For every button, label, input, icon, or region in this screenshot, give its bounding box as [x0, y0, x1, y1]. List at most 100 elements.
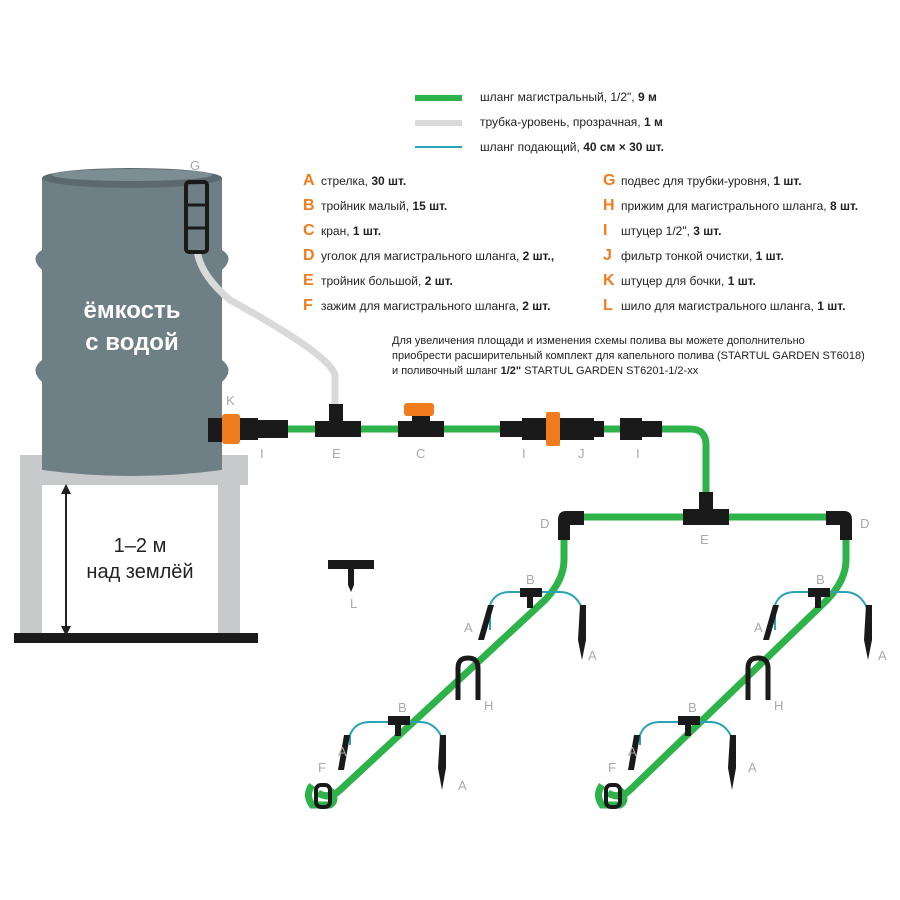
- label-k: K: [226, 393, 235, 408]
- legend-feed-hose-text: шланг подающий,: [480, 140, 580, 154]
- legend-level-tube-qty: 1 м: [643, 115, 663, 129]
- label-c: C: [416, 446, 425, 461]
- label-i-3: I: [636, 446, 640, 461]
- tank-label-line1: ёмкость: [84, 297, 181, 324]
- label-a-6: A: [878, 648, 887, 663]
- label-a-3: A: [338, 744, 347, 759]
- main-hose-top: [265, 425, 710, 505]
- label-i-1: I: [260, 446, 264, 461]
- label-d-right: D: [860, 516, 869, 531]
- part-d-qty: 2 шт.,: [522, 249, 555, 263]
- part-e: E тройник большой, 2 шт.: [303, 272, 453, 290]
- part-b-text: тройник малый,: [321, 199, 410, 213]
- part-j-key: J: [603, 247, 612, 264]
- ground-line: [14, 633, 258, 643]
- legend-feed-hose: шланг подающий, 40 см × 30 шт.: [480, 140, 664, 154]
- part-i: I штуцер 1/2", 3 шт.: [603, 222, 721, 240]
- part-g-qty: 1 шт.: [773, 174, 802, 188]
- part-c-qty: 1 шт.: [352, 224, 382, 238]
- label-j: J: [578, 446, 585, 461]
- part-g: G подвес для трубки-уровня, 1 шт.: [603, 172, 802, 190]
- part-j-text: фильтр тонкой очистки,: [621, 249, 753, 263]
- fitting-i-1: [240, 418, 288, 440]
- legend-level-tube: трубка-уровень, прозрачная, 1 м: [480, 115, 663, 129]
- elbow-left: [558, 511, 584, 540]
- part-c-key: C: [303, 222, 315, 239]
- height-line2: над землёй: [86, 561, 193, 583]
- part-i-text: штуцер 1/2",: [621, 224, 690, 238]
- part-k-qty: 1 шт.: [727, 274, 756, 288]
- part-g-text: подвес для трубки-уровня,: [621, 174, 771, 188]
- legend-level-tube-text: трубка-уровень, прозрачная,: [480, 115, 641, 129]
- legend-main-hose-text: шланг магистральный, 1/2",: [480, 90, 635, 104]
- label-a-4: A: [458, 778, 467, 793]
- part-h: H прижим для магистрального шланга, 8 шт…: [603, 197, 858, 215]
- branch-right: [595, 540, 872, 809]
- part-f-text: зажим для магистрального шланга,: [321, 299, 519, 313]
- label-f-1: F: [318, 760, 326, 775]
- part-g-key: G: [603, 172, 616, 189]
- part-e-key: E: [303, 272, 314, 289]
- height-line1: 1–2 м: [114, 535, 167, 557]
- label-a-2: A: [588, 648, 597, 663]
- label-b-2: B: [398, 700, 407, 715]
- tee-large-bottom: [683, 492, 729, 525]
- legend-feed-hose-qty: 40 см × 30 шт.: [583, 140, 664, 154]
- level-tube-holder: [184, 180, 209, 254]
- tee-large-top: [315, 404, 361, 437]
- label-e-bottom: E: [700, 532, 709, 547]
- part-c-text: кран,: [321, 224, 350, 238]
- valve: [398, 403, 444, 437]
- part-l-qty: 1 шт.: [817, 299, 846, 313]
- expansion-note: Для увеличения площади и изменения схемы…: [392, 334, 865, 379]
- part-h-qty: 8 шт.: [829, 199, 859, 213]
- note-line3-bold: 1/2": [500, 365, 522, 377]
- elbow-right: [826, 511, 852, 540]
- part-a: A стрелка, 30 шт.: [303, 172, 406, 190]
- part-k-key: K: [603, 272, 615, 289]
- part-b-key: B: [303, 197, 315, 214]
- label-h-2: H: [774, 698, 783, 713]
- part-f-qty: 2 шт.: [522, 299, 551, 313]
- label-a-8: A: [748, 760, 757, 775]
- label-a-7: A: [628, 744, 637, 759]
- part-a-key: A: [303, 172, 315, 189]
- note-line3-suffix: STARTUL GARDEN ST6201-1/2-xx: [524, 365, 699, 377]
- part-l-key: L: [603, 297, 613, 314]
- tank-label-line2: с водой: [85, 329, 178, 356]
- part-d: D уголок для магистрального шланга, 2 шт…: [303, 247, 554, 265]
- label-f-2: F: [608, 760, 616, 775]
- label-g: G: [190, 158, 200, 173]
- label-l: L: [350, 596, 357, 611]
- awl: [328, 560, 374, 592]
- part-h-key: H: [603, 197, 615, 214]
- part-h-text: прижим для магистрального шланга,: [621, 199, 827, 213]
- part-f: F зажим для магистрального шланга, 2 шт.: [303, 297, 550, 315]
- part-e-qty: 2 шт.: [424, 274, 453, 288]
- part-c: C кран, 1 шт.: [303, 222, 381, 240]
- label-b-1: B: [526, 572, 535, 587]
- part-i-key: I: [603, 222, 608, 239]
- part-b-qty: 15 шт.: [412, 199, 448, 213]
- label-a-5: A: [754, 620, 763, 635]
- note-line2: приобрести расширительный комплект для к…: [392, 350, 865, 362]
- part-b: B тройник малый, 15 шт.: [303, 197, 447, 215]
- note-line1: Для увеличения площади и изменения схемы…: [392, 335, 805, 347]
- barrel-fitting: [208, 414, 240, 444]
- part-d-key: D: [303, 247, 315, 264]
- height-arrow: [61, 484, 71, 636]
- part-j-qty: 1 шт.: [755, 249, 784, 263]
- part-e-text: тройник большой,: [321, 274, 422, 288]
- label-h-1: H: [484, 698, 493, 713]
- part-k: K штуцер для бочки, 1 шт.: [603, 272, 756, 290]
- part-l: L шило для магистрального шланга, 1 шт.: [603, 297, 845, 315]
- note-line3-prefix: и поливочный шланг: [392, 365, 498, 377]
- branch-left: [305, 540, 586, 809]
- part-a-qty: 30 шт.: [371, 174, 407, 188]
- legend-main-hose: шланг магистральный, 1/2", 9 м: [480, 90, 657, 104]
- label-d-left: D: [540, 516, 549, 531]
- water-tank: [35, 168, 229, 476]
- part-d-text: уголок для магистрального шланга,: [321, 249, 520, 263]
- part-i-qty: 3 шт.: [693, 224, 722, 238]
